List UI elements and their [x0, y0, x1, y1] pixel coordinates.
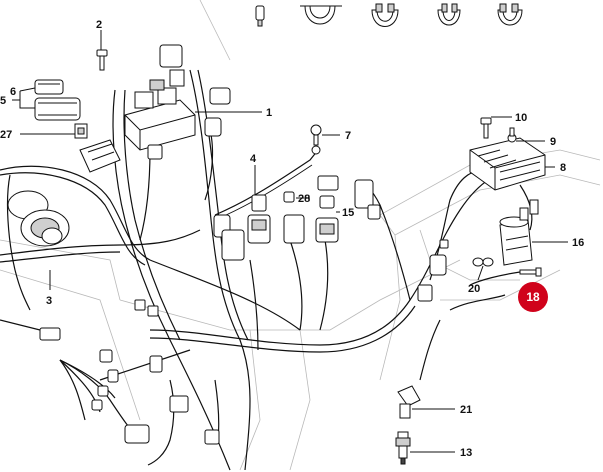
callout-13: 13 — [460, 447, 472, 459]
callout-3: 3 — [46, 295, 52, 307]
callout-9: 9 — [550, 136, 556, 148]
clamp-c — [437, 3, 461, 26]
top-clamps — [255, 3, 523, 27]
connector-28 — [283, 191, 295, 203]
callout-16: 16 — [572, 237, 584, 249]
highlight-badge-circle — [518, 282, 548, 312]
spark-plug-cap-21 — [397, 385, 421, 419]
fuse-block-5 — [34, 97, 81, 121]
washer-20 — [472, 257, 494, 267]
connector-terminals — [39, 44, 231, 445]
callout-20: 20 — [468, 283, 480, 295]
callout-6: 6 — [10, 86, 16, 98]
callout-1: 1 — [266, 107, 272, 119]
callout-15: 15 — [342, 207, 354, 219]
plug-chain — [213, 179, 381, 261]
ignition-coil-16 — [499, 199, 539, 266]
callout-21: 21 — [460, 404, 472, 416]
clamp-a — [300, 5, 342, 25]
spark-plug-13 — [395, 431, 411, 465]
fuse-block-6 — [34, 79, 64, 95]
relay-box — [124, 69, 196, 151]
callout-28: 28 — [298, 193, 310, 205]
screw-7 — [310, 124, 322, 155]
bracket-27 — [74, 123, 88, 139]
callout-labels: 2 6 5 27 1 7 4 28 15 10 9 8 16 20 3 21 1… — [0, 19, 584, 459]
callout-27: 27 — [0, 129, 12, 141]
highlight-badge-label: 18 — [526, 290, 540, 304]
screw-10 — [480, 117, 492, 139]
clamp-d — [497, 3, 523, 26]
highlight-badge-18[interactable]: 18 — [518, 282, 548, 312]
callout-8: 8 — [560, 162, 566, 174]
connector-15 — [315, 175, 339, 243]
connector-pin — [255, 5, 265, 27]
callout-10: 10 — [515, 112, 527, 124]
callout-4: 4 — [250, 153, 257, 165]
clamp-b — [371, 3, 399, 27]
screw-18 — [519, 267, 542, 277]
fuse-holder — [79, 139, 121, 173]
nut-9 — [507, 127, 517, 143]
connector-4 — [247, 194, 271, 244]
regulator-8 — [469, 137, 546, 191]
screw-2 — [96, 49, 108, 71]
callout-7: 7 — [345, 130, 351, 142]
lamp-socket — [7, 190, 70, 247]
callout-5: 5 — [0, 95, 6, 107]
connector-cluster — [417, 239, 449, 302]
callout-2: 2 — [96, 19, 102, 31]
leader-lines — [12, 30, 568, 453]
